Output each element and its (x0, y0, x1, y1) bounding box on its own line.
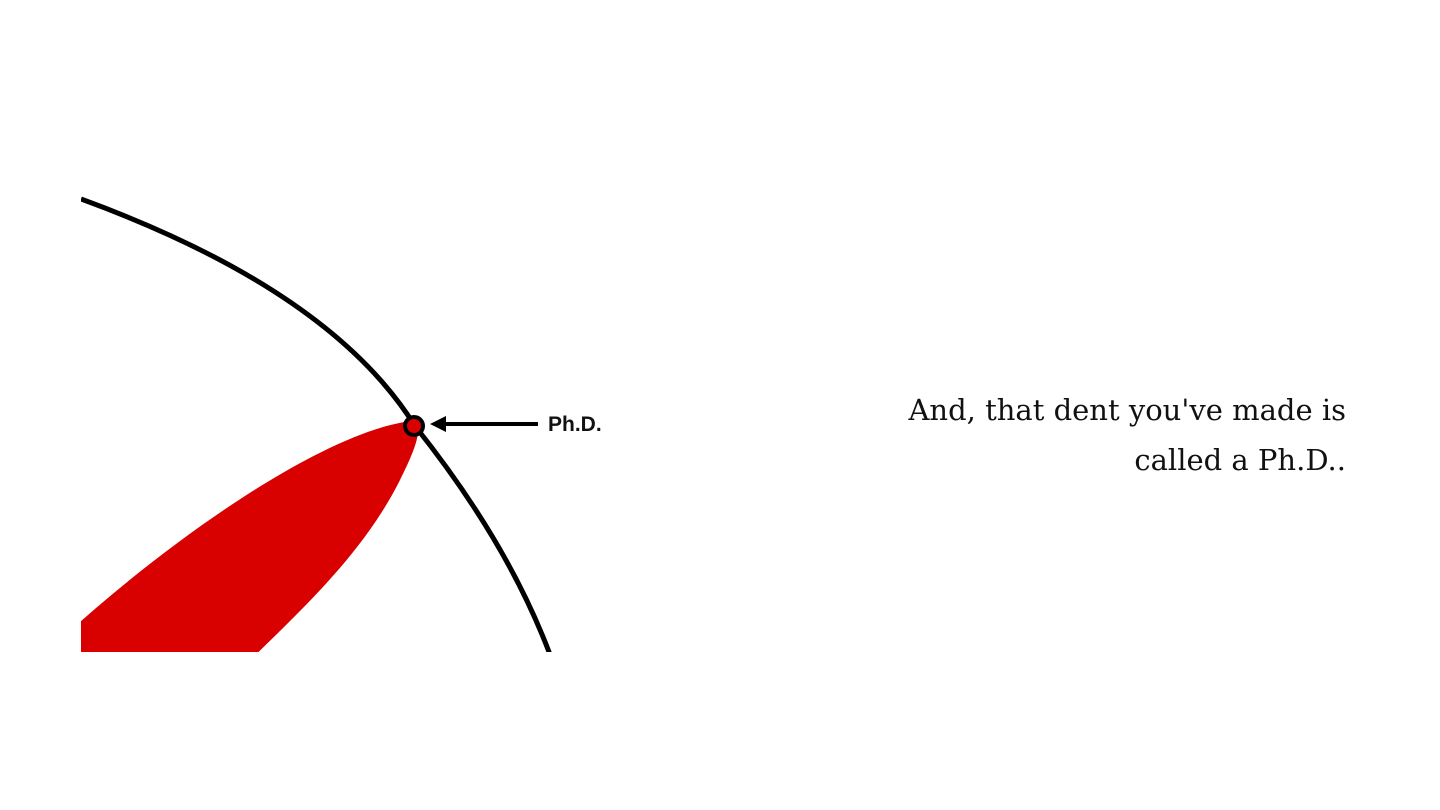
pointer-arrow-head (430, 416, 446, 432)
phd-label: Ph.D. (548, 413, 602, 436)
caption-line-2: called a Ph.D.. (1134, 443, 1346, 477)
dent-bump (403, 415, 425, 437)
caption-line-1: And, that dent you've made is (908, 393, 1346, 427)
knowledge-boundary-arc (81, 196, 552, 652)
specialization-wedge (81, 421, 419, 652)
caption: And, that dent you've made is called a P… (826, 385, 1346, 485)
